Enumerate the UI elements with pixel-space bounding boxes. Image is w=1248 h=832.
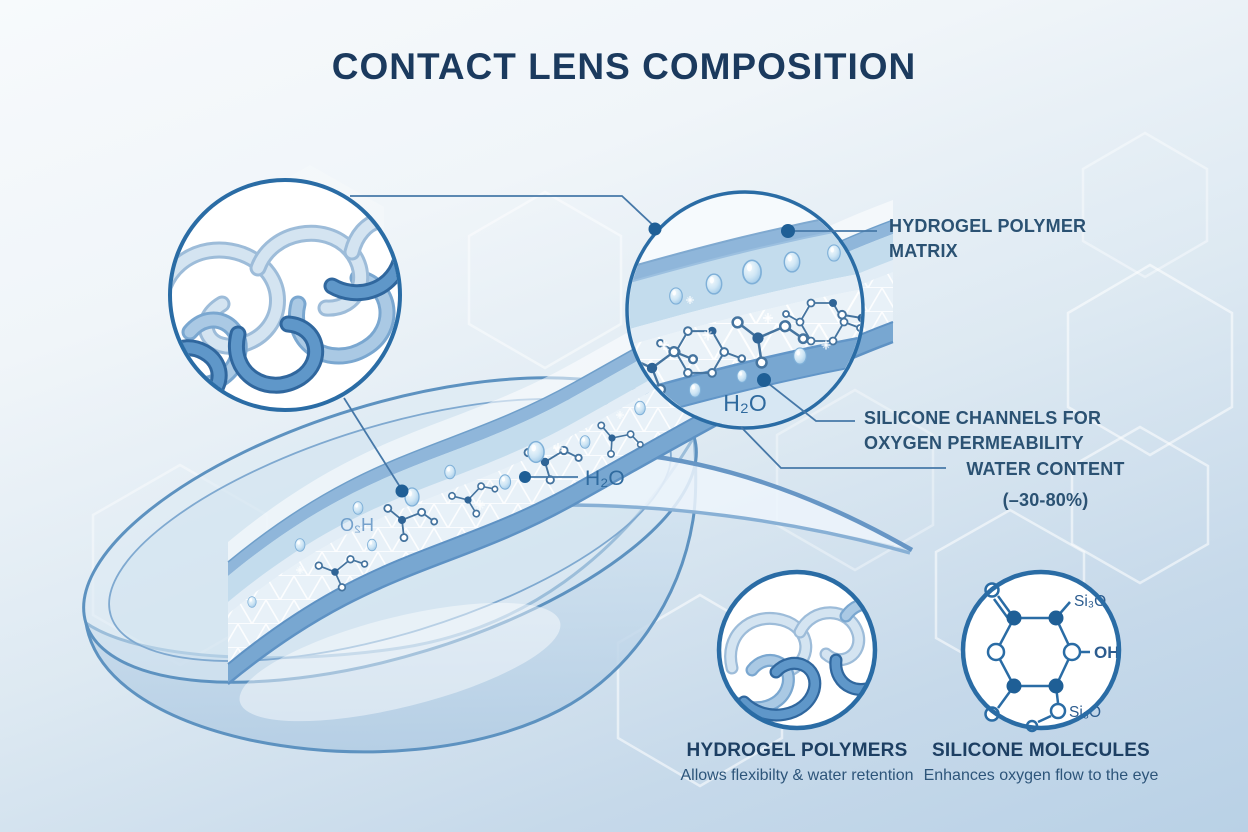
callout-hydrogel-matrix: HYDROGEL POLYMER MATRIX — [889, 214, 1086, 264]
callout-line: HYDROGEL POLYMER — [889, 216, 1087, 236]
oh-label: OH — [1094, 643, 1120, 662]
connector-polymer-to-magnifier — [350, 195, 656, 228]
magnifier-ring — [168, 178, 402, 412]
legend-description: Enhances oxygen flow to the eye — [923, 767, 1159, 784]
legend-hydrogel-circle — [716, 569, 878, 731]
connector-water-content — [740, 426, 946, 469]
legend-hydrogel-caption: HYDROGEL POLYMERS Allows flexibilty & wa… — [637, 740, 957, 785]
callout-line: MATRIX — [889, 241, 958, 261]
legend-ring — [716, 569, 878, 731]
connector-dot — [519, 471, 531, 483]
connector-magnifier-to-lens — [343, 397, 403, 491]
connector-dots — [395, 222, 795, 498]
callout-line: OXYGEN PERMEABILITY — [864, 433, 1084, 453]
legend-silicone-caption: SILICONE MOLECULES Enhances oxygen flow … — [881, 740, 1201, 785]
connector-dot — [757, 373, 771, 387]
callout-line: (–30-80%) — [1002, 490, 1089, 510]
callout-connectors — [343, 195, 946, 491]
page-title: CONTACT LENS COMPOSITION — [331, 46, 917, 87]
callout-line: WATER CONTENT — [966, 459, 1125, 479]
legend-description: Allows flexibilty & water retention — [680, 767, 914, 784]
legend-silicone-circle: Si₃O OH Si₅O — [960, 569, 1122, 733]
lens-bottom-highlight — [239, 602, 561, 722]
legend-title: SILICONE MOLECULES — [932, 740, 1150, 761]
h2o-label-magnifier: H₂O — [723, 390, 766, 416]
connector-silicone-channels — [763, 379, 855, 422]
callout-line: SILICONE CHANNELS FOR — [864, 408, 1102, 428]
magnifier-ring — [625, 190, 865, 430]
connector-dot — [781, 224, 795, 238]
legend-title: HYDROGEL POLYMERS — [686, 740, 908, 761]
cross-section-magnifier: H₂O — [625, 190, 865, 430]
h2o-label-lens: H₂O — [585, 467, 625, 490]
connector-dot — [648, 222, 662, 236]
legend-ring — [960, 569, 1122, 731]
polymer-magnifier — [168, 178, 402, 412]
callout-silicone-channels: SILICONE CHANNELS FOR OXYGEN PERMEABILIT… — [864, 406, 1101, 456]
connector-dot — [395, 484, 409, 498]
callout-water-content: WATER CONTENT (–30-80%) — [958, 457, 1133, 513]
h2o-label-mirrored: H₂O — [340, 515, 374, 535]
